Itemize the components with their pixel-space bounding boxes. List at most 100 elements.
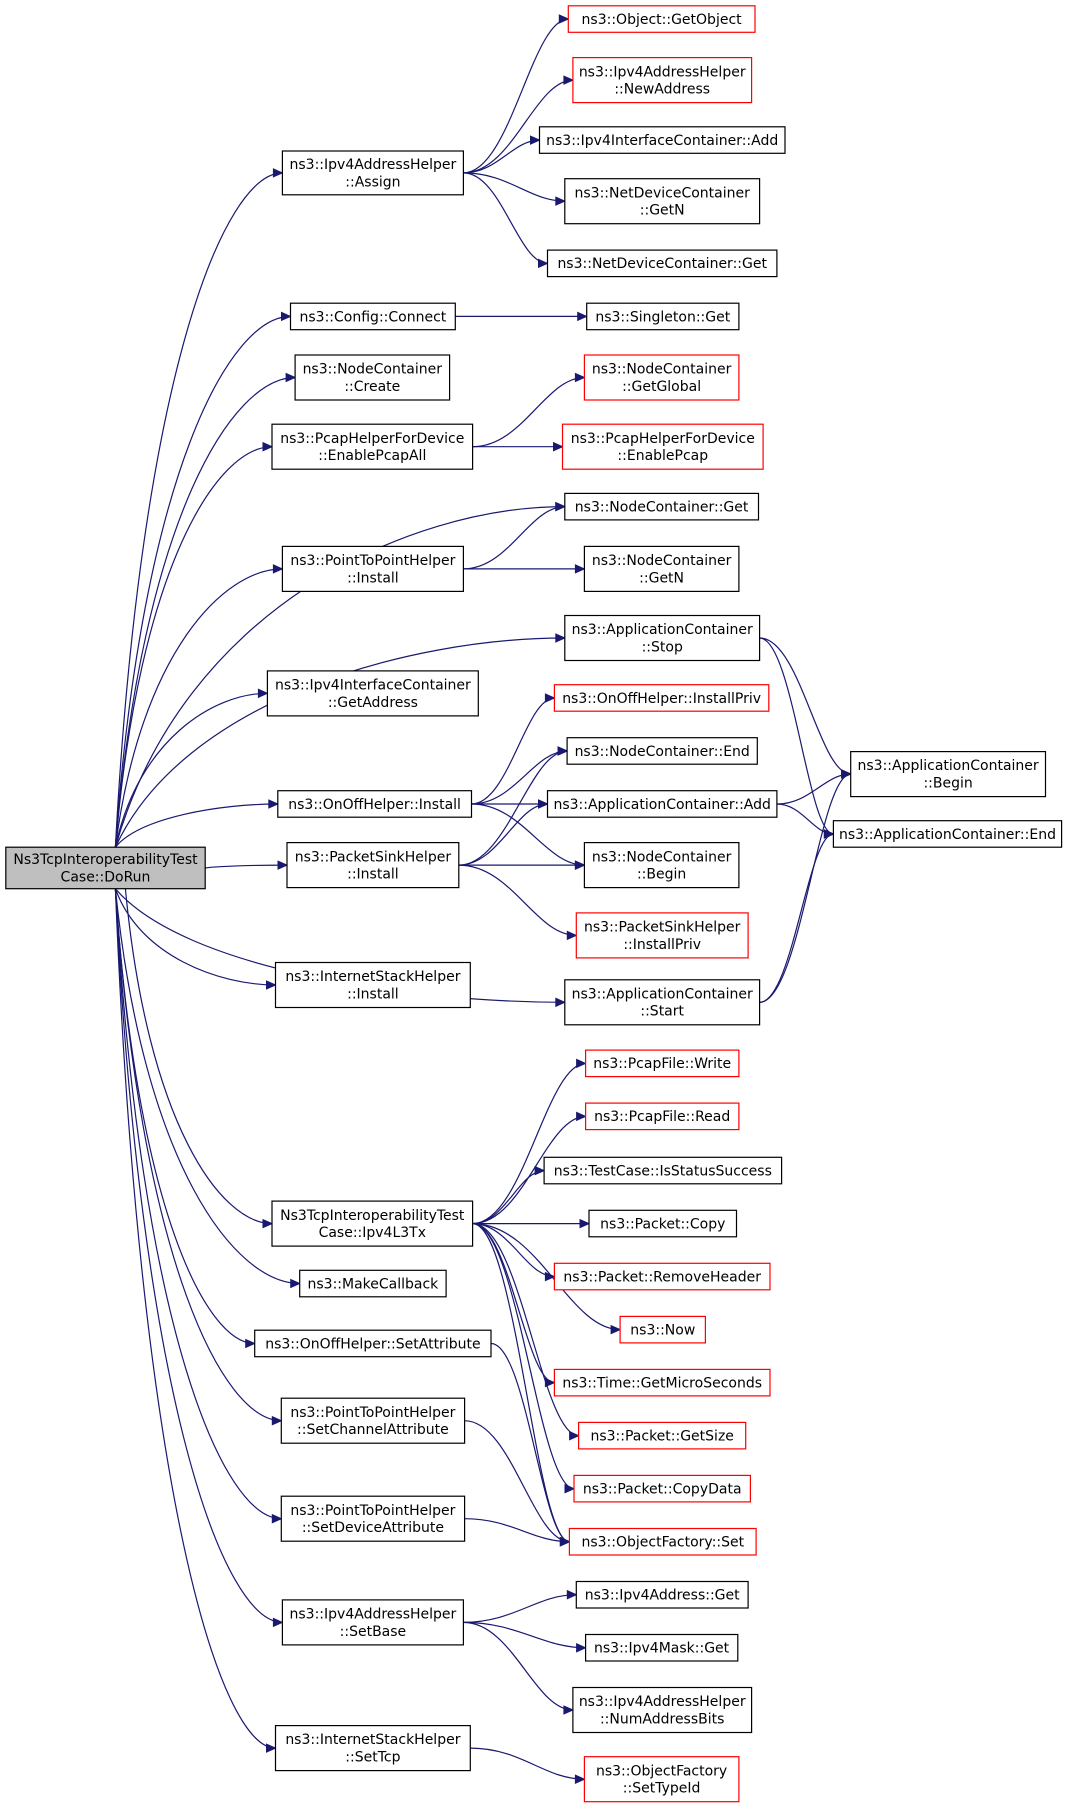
node-acend[interactable]: ns3::ApplicationContainer::End: [832, 820, 1063, 848]
node-p2pinstall[interactable]: ns3::PointToPointHelper::Install: [281, 545, 464, 593]
edge-root-to-inetsettcp: [114, 888, 276, 1749]
node-box: [553, 684, 770, 712]
arrowhead-ifcgetaddress: [257, 688, 269, 699]
node-box: [577, 1421, 747, 1450]
node-box: [572, 56, 753, 104]
node-ipv4addrget[interactable]: ns3::Ipv4Address::Get: [575, 1580, 749, 1609]
node-box: [271, 1200, 474, 1247]
node-packetgetsize[interactable]: ns3::Packet::GetSize: [577, 1421, 747, 1450]
node-ndcgetn[interactable]: ns3::NetDeviceContainer::GetN: [564, 178, 761, 225]
node-p2pdeviceattr[interactable]: ns3::PointToPointHelper::SetDeviceAttrib…: [280, 1495, 466, 1542]
node-box: [271, 423, 474, 470]
node-nccreate[interactable]: ns3::NodeContainer::Create: [294, 354, 451, 401]
node-box: [564, 614, 761, 662]
node-ipv4maskget[interactable]: ns3::Ipv4Mask::Get: [584, 1633, 739, 1662]
arrowhead-p2pchannelattr: [271, 1415, 283, 1426]
node-box: [572, 1686, 753, 1734]
node-pcapread[interactable]: ns3::PcapFile::Read: [584, 1102, 740, 1131]
edge-root-to-enablepcapall: [114, 446, 273, 848]
edge-root-to-configconnect: [114, 315, 291, 848]
node-label: ns3::PointToPointHelper: [290, 1503, 455, 1519]
node-box: [254, 1329, 492, 1358]
edge-root-to-makecallback: [114, 888, 300, 1285]
node-numaddressbits[interactable]: ns3::Ipv4AddressHelper::NumAddressBits: [572, 1686, 753, 1734]
node-ipv4assign[interactable]: ns3::Ipv4AddressHelper::Assign: [281, 150, 464, 196]
node-box: [575, 912, 749, 959]
arrowhead-sinkinstallpriv: [566, 930, 578, 941]
arrowhead-ndcget: [538, 258, 549, 269]
node-label: Case::DoRun: [61, 870, 151, 886]
node-box: [564, 492, 760, 521]
arrowhead-packetcopy: [579, 1218, 591, 1229]
node-enablepcap[interactable]: ns3::PcapHelperForDevice::EnablePcap: [561, 423, 764, 470]
node-singletonget[interactable]: ns3::Singleton::Get: [586, 302, 740, 331]
arrowhead-getobject: [558, 14, 570, 24]
edge-ipv4assign-to-getobject: [463, 18, 569, 174]
arrowhead-acadd: [538, 799, 549, 809]
node-acstop[interactable]: ns3::ApplicationContainer::Stop: [564, 614, 761, 662]
node-ndcget[interactable]: ns3::NetDeviceContainer::Get: [546, 249, 778, 278]
node-ifcgetaddress[interactable]: ns3::Ipv4InterfaceContainer::GetAddress: [266, 670, 479, 717]
node-installpriv[interactable]: ns3::OnOffHelper::InstallPriv: [553, 684, 770, 712]
node-box: [553, 1368, 771, 1397]
node-box: [286, 841, 460, 889]
node-ncend[interactable]: ns3::NodeContainer::End: [566, 737, 758, 765]
node-acadd[interactable]: ns3::ApplicationContainer::Add: [546, 790, 778, 818]
node-label: ns3::ApplicationContainer: [572, 622, 753, 638]
node-enablepcapall[interactable]: ns3::PcapHelperForDevice::EnablePcapAll: [271, 423, 474, 470]
arrowhead-installpriv: [544, 693, 556, 703]
node-box: [564, 178, 761, 225]
node-ncbegin[interactable]: ns3::NodeContainer::Begin: [583, 841, 740, 889]
node-getobject[interactable]: ns3::Object::GetObject: [567, 5, 756, 33]
node-p2pchannelattr[interactable]: ns3::PointToPointHelper::SetChannelAttri…: [280, 1397, 466, 1444]
node-label: ns3::ApplicationContainer: [572, 987, 753, 1003]
node-label: ::SetTcp: [345, 1750, 400, 1766]
node-configconnect[interactable]: ns3::Config::Connect: [289, 302, 456, 331]
node-inetinstall[interactable]: ns3::InternetStackHelper::Install: [274, 961, 471, 1009]
node-label: ::NumAddressBits: [600, 1712, 724, 1728]
node-box: [546, 790, 778, 818]
arrowhead-ndcgetn: [555, 196, 567, 206]
node-sinkinstallpriv[interactable]: ns3::PacketSinkHelper::InstallPriv: [575, 912, 749, 959]
arrowhead-inetsettcp: [266, 1743, 277, 1753]
node-label: ns3::PcapFile::Write: [593, 1056, 731, 1072]
node-packetcopy[interactable]: ns3::Packet::Copy: [588, 1209, 738, 1238]
node-getmicro[interactable]: ns3::Time::GetMicroSeconds: [553, 1368, 771, 1397]
edge-root-to-onoffsetattr: [114, 888, 255, 1345]
node-ipv4setbase[interactable]: ns3::Ipv4AddressHelper::SetBase: [281, 1599, 464, 1646]
arrowhead-ipv4l3tx: [262, 1218, 274, 1229]
node-ncget[interactable]: ns3::NodeContainer::Get: [564, 492, 760, 521]
node-onoffsetattr[interactable]: ns3::OnOffHelper::SetAttribute: [254, 1329, 492, 1358]
node-ncgetn[interactable]: ns3::NodeContainer::GetN: [583, 545, 740, 593]
node-label: ns3::NetDeviceContainer::Get: [557, 256, 767, 272]
node-now[interactable]: ns3::Now: [619, 1315, 706, 1344]
node-box: [586, 302, 740, 331]
edge-root-to-p2pdeviceattr: [114, 888, 282, 1520]
node-removeheader[interactable]: ns3::Packet::RemoveHeader: [553, 1262, 771, 1291]
node-ofset[interactable]: ns3::ObjectFactory::Set: [568, 1527, 757, 1556]
arrowhead-pcapwrite: [576, 1058, 587, 1069]
node-onoffinstall[interactable]: ns3::OnOffHelper::Install: [277, 790, 473, 818]
node-newaddress[interactable]: ns3::Ipv4AddressHelper::NewAddress: [572, 56, 753, 104]
node-acbegin[interactable]: ns3::ApplicationContainer::Begin: [850, 750, 1047, 798]
node-packetcopydata[interactable]: ns3::Packet::CopyData: [573, 1474, 751, 1503]
node-sinkinstall[interactable]: ns3::PacketSinkHelper::Install: [286, 841, 460, 889]
edge-root-to-p2pinstall: [114, 568, 283, 848]
node-box: [583, 841, 740, 889]
node-pcapwrite[interactable]: ns3::PcapFile::Write: [584, 1049, 740, 1078]
node-makecallback[interactable]: ns3::MakeCallback: [299, 1269, 447, 1298]
arrowhead-ipv4setbase: [272, 1617, 284, 1628]
arrowhead-sinkinstall: [277, 860, 289, 870]
node-ifcadd[interactable]: ns3::Ipv4InterfaceContainer::Add: [538, 126, 786, 154]
node-inetsettcp[interactable]: ns3::InternetStackHelper::SetTcp: [274, 1724, 471, 1772]
node-box: [832, 820, 1063, 848]
node-acstart[interactable]: ns3::ApplicationContainer::Start: [564, 979, 761, 1026]
node-ncgetglobal[interactable]: ns3::NodeContainer::GetGlobal: [583, 354, 740, 401]
node-box: [561, 423, 764, 470]
node-label: ::Install: [347, 987, 399, 1003]
node-label: ::SetBase: [340, 1624, 407, 1640]
node-ofsettypeid[interactable]: ns3::ObjectFactory::SetTypeId: [583, 1756, 740, 1803]
node-isstatussuccess[interactable]: ns3::TestCase::IsStatusSuccess: [543, 1156, 783, 1185]
